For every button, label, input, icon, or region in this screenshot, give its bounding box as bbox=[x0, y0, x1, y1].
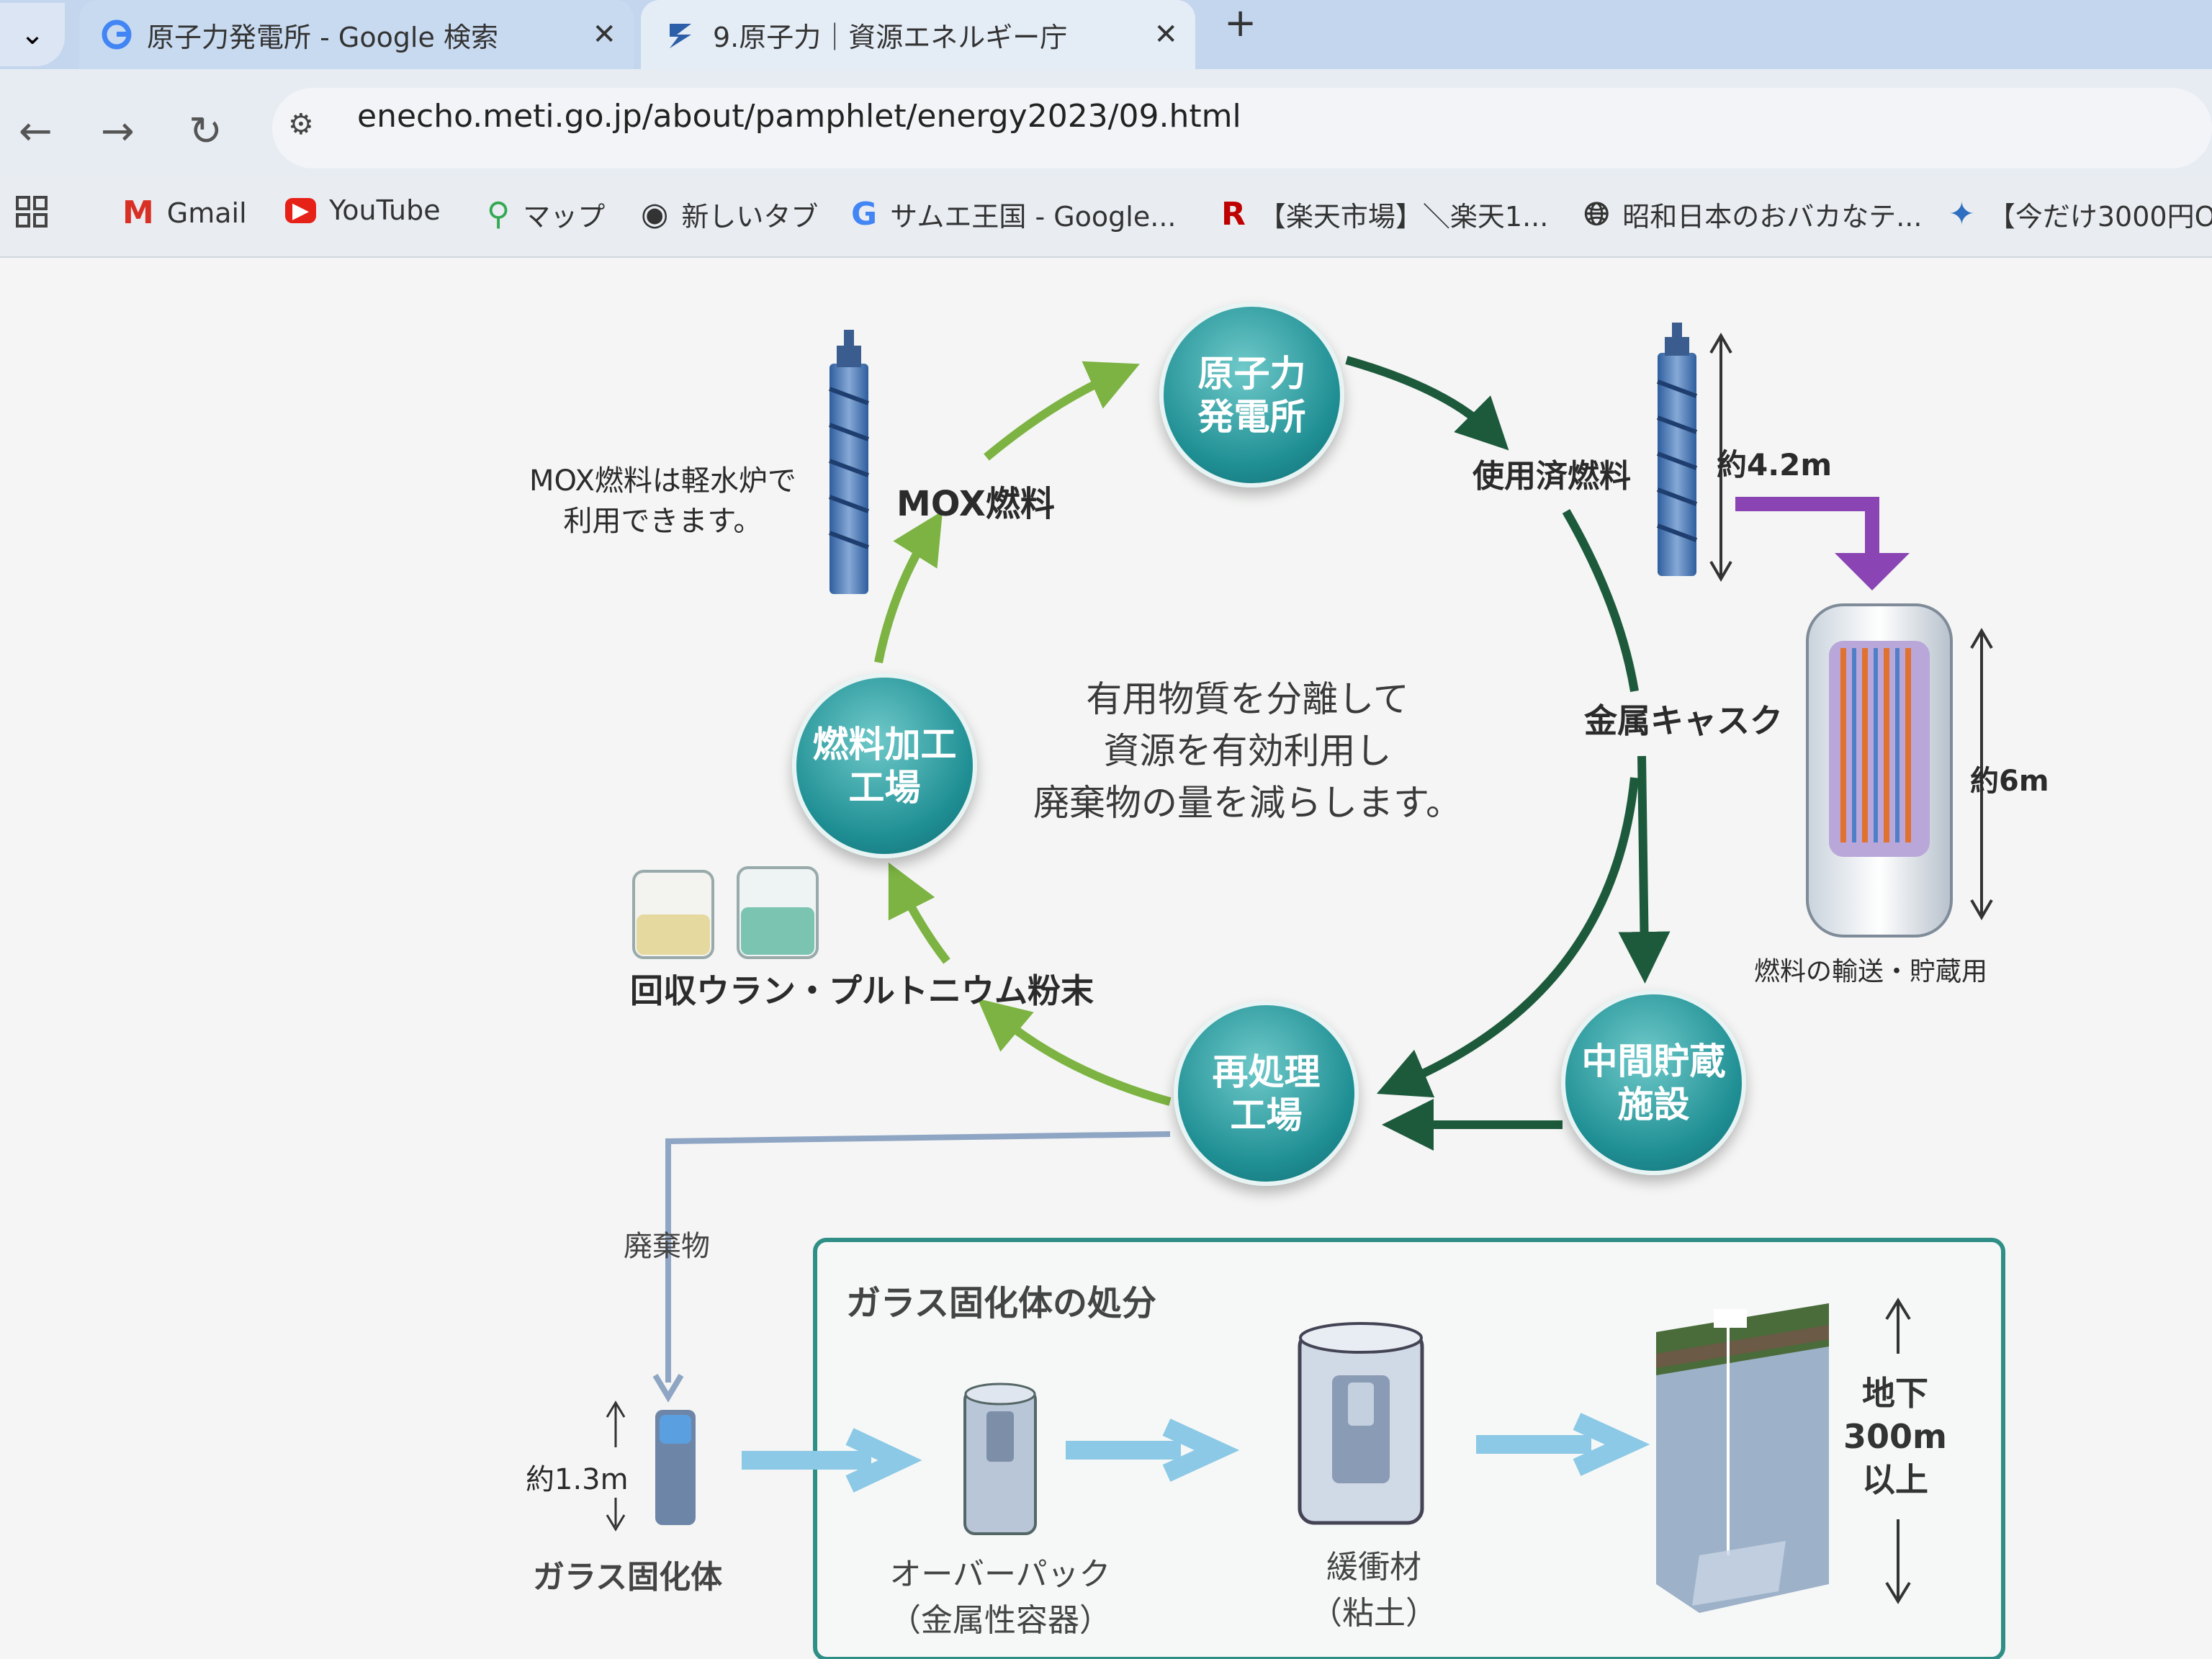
light-blue-arrow bbox=[1066, 1419, 1240, 1482]
label-height-13: 約1.3m bbox=[526, 1463, 629, 1496]
node-reprocessing-plant: 再処理工場 bbox=[1174, 1001, 1359, 1186]
new-tab-button[interactable]: + bbox=[1224, 0, 1257, 45]
disposal-title: ガラス固化体の処分 bbox=[846, 1283, 1157, 1323]
light-blue-arrow bbox=[742, 1428, 922, 1493]
site-info-icon[interactable]: ⚙ bbox=[288, 108, 314, 141]
label-height-6: 約6m bbox=[1970, 765, 2049, 798]
tab-title: 9.原子力｜資源エネルギー庁 bbox=[713, 21, 1068, 53]
reload-icon[interactable]: ↻ bbox=[189, 108, 222, 155]
arrow-spent-to-cask bbox=[1562, 509, 1639, 692]
spent-fuel-rod-icon bbox=[1656, 323, 1698, 576]
mox-note: MOX燃料は軽水炉で利用できます。 bbox=[529, 464, 796, 538]
bookmark-maps[interactable]: ⚲マップ bbox=[487, 196, 606, 233]
chevron-down-icon: ⌄ bbox=[20, 18, 45, 51]
arrow-mox-to-npp bbox=[984, 361, 1140, 461]
mox-fuel-rod-icon bbox=[828, 330, 870, 594]
arrow-cask-to-interim bbox=[1618, 755, 1671, 984]
label-depth: 地下 300m 以上 bbox=[1843, 1374, 1947, 1499]
chrome-icon: ◉ bbox=[641, 196, 669, 233]
arrow-reprocess-to-powder bbox=[977, 998, 1172, 1106]
bookmark-promo[interactable]: ✦【今だけ3000円OF bbox=[1948, 196, 2212, 233]
gmail-icon: M bbox=[122, 194, 154, 231]
label-mox-fuel: MOX燃料 bbox=[896, 484, 1055, 524]
light-blue-arrow bbox=[1476, 1413, 1650, 1476]
youtube-icon: ▶ bbox=[285, 197, 317, 223]
plutonium-beaker-icon bbox=[737, 866, 819, 959]
center-description: 有用物質を分離して 資源を有効利用し 廃棄物の量を減らします。 bbox=[1033, 678, 1462, 824]
metal-cask-icon bbox=[1806, 603, 1953, 938]
close-icon[interactable]: ✕ bbox=[1154, 18, 1178, 51]
arrow-npp-to-spent bbox=[1345, 356, 1509, 451]
close-icon[interactable]: ✕ bbox=[592, 18, 616, 51]
address-bar[interactable] bbox=[272, 88, 2212, 168]
google-g-icon bbox=[102, 19, 132, 50]
node-fuel-processing-plant: 燃料加工工場 bbox=[792, 673, 977, 858]
url-text[interactable]: enecho.meti.go.jp/about/pamphlet/energy2… bbox=[357, 98, 1241, 135]
label-recovered-powder: 回収ウラン・プルトニウム粉末 bbox=[630, 971, 1094, 1010]
arrow-powder-to-fuel-plant bbox=[888, 862, 950, 964]
label-cask-use: 燃料の輸送・貯蔵用 bbox=[1754, 957, 1988, 986]
arrow-cask-to-reprocess bbox=[1376, 777, 1639, 1098]
underground-repository-icon bbox=[1656, 1303, 1829, 1613]
bookmark-showa[interactable]: 🌐︎昭和日本のおバカなテ... bbox=[1584, 196, 1923, 233]
promo-icon: ✦ bbox=[1948, 196, 1975, 233]
tab-title: 原子力発電所 - Google 検索 bbox=[147, 21, 498, 53]
label-glass-body: ガラス固化体 bbox=[533, 1559, 723, 1596]
label-buffer-material: 緩衝材（粘土） bbox=[1310, 1549, 1437, 1632]
bookmarks-bar bbox=[0, 177, 2212, 258]
tab-enecho[interactable]: 9.原子力｜資源エネルギー庁 ✕ bbox=[641, 0, 1195, 69]
label-spent-fuel: 使用済燃料 bbox=[1473, 458, 1631, 495]
bookmark-youtube[interactable]: ▶YouTube bbox=[285, 194, 441, 226]
purple-arrow-icon bbox=[1735, 497, 1879, 554]
maps-pin-icon: ⚲ bbox=[487, 196, 511, 233]
label-overpack: オーバーパック（金属性容器） bbox=[889, 1556, 1111, 1639]
bookmark-new-tab[interactable]: ◉新しいタブ bbox=[641, 196, 819, 233]
google-g-icon: G bbox=[851, 196, 878, 233]
bookmark-rakuten[interactable]: R【楽天市場】＼楽天1... bbox=[1221, 196, 1549, 233]
waste-line bbox=[665, 1131, 1171, 1382]
label-waste: 廃棄物 bbox=[624, 1230, 710, 1263]
tab-search-button[interactable]: ⌄ bbox=[0, 3, 65, 66]
overpack-icon bbox=[963, 1382, 1037, 1535]
node-nuclear-power-plant: 原子力発電所 bbox=[1159, 302, 1344, 487]
label-height-42: 約4.2m bbox=[1717, 447, 1833, 482]
label-metal-cask: 金属キャスク bbox=[1584, 701, 1783, 740]
node-interim-storage: 中間貯蔵施設 bbox=[1561, 990, 1746, 1175]
buffer-material-icon bbox=[1298, 1322, 1424, 1525]
glass-canister-icon bbox=[655, 1410, 696, 1525]
forward-arrow-icon[interactable]: → bbox=[101, 108, 135, 155]
globe-icon: 🌐︎ bbox=[1584, 196, 1610, 233]
enecho-icon bbox=[670, 24, 691, 48]
rakuten-icon: R bbox=[1221, 196, 1246, 233]
apps-grid-icon[interactable] bbox=[14, 194, 49, 229]
back-arrow-icon[interactable]: ← bbox=[19, 108, 53, 155]
tab-google-search[interactable]: 原子力発電所 - Google 検索 ✕ bbox=[79, 0, 634, 69]
uranium-beaker-icon bbox=[632, 870, 714, 959]
arrow-fuel-plant-to-mox bbox=[874, 511, 943, 664]
